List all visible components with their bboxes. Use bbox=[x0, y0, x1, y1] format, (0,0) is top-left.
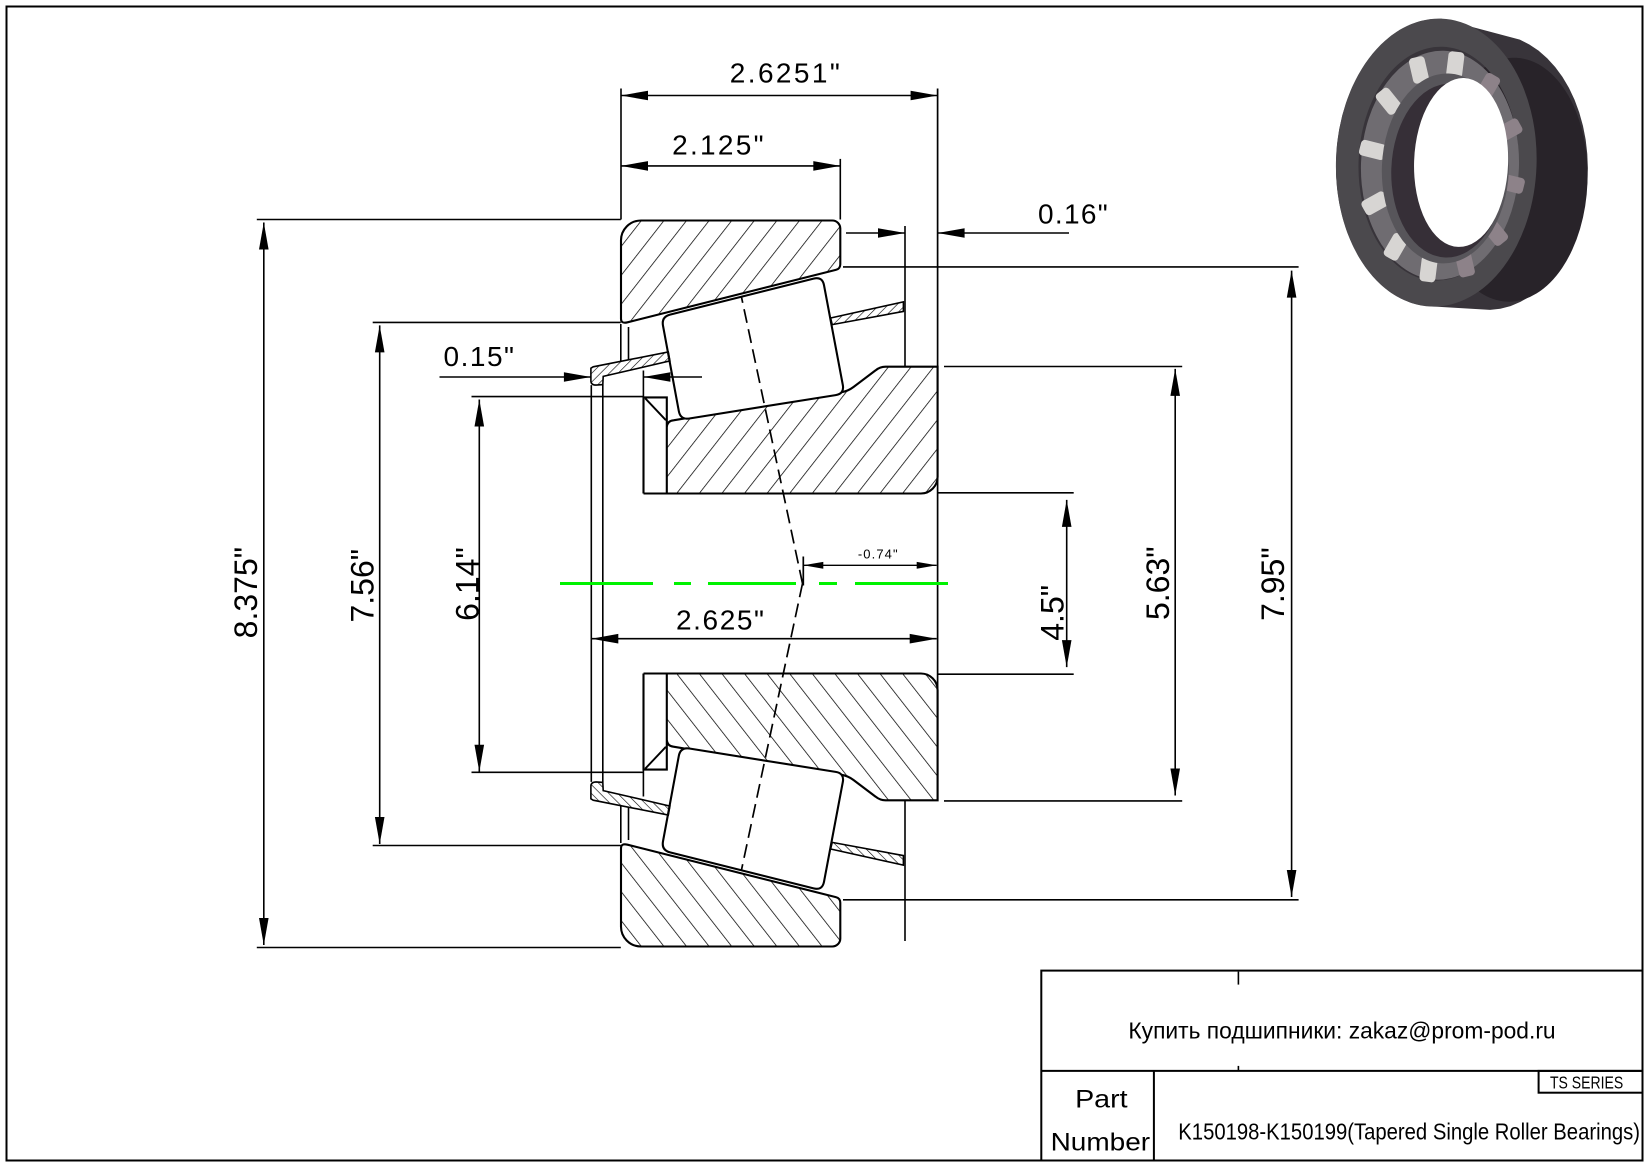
svg-text:8.375": 8.375" bbox=[228, 547, 264, 638]
svg-text:5.63": 5.63" bbox=[1140, 546, 1176, 620]
svg-text:2.125": 2.125" bbox=[672, 130, 766, 161]
svg-text:2.6251": 2.6251" bbox=[730, 58, 842, 89]
svg-text:0.15": 0.15" bbox=[444, 341, 516, 372]
svg-text:Part: Part bbox=[1075, 1086, 1128, 1114]
svg-text:2.625": 2.625" bbox=[676, 605, 766, 636]
svg-text:7.56": 7.56" bbox=[345, 549, 381, 623]
svg-text:Купить подшипники: zakaz@prom-: Купить подшипники: zakaz@prom-pod.ru bbox=[1128, 1018, 1555, 1044]
svg-text:Number: Number bbox=[1051, 1128, 1151, 1156]
svg-text:6.14": 6.14" bbox=[449, 547, 485, 621]
svg-text:4.5": 4.5" bbox=[1035, 585, 1071, 641]
svg-text:7.95": 7.95" bbox=[1255, 547, 1291, 621]
svg-text:K150198-K150199(Tapered Single: K150198-K150199(Tapered Single Roller Be… bbox=[1178, 1119, 1640, 1145]
svg-text:0.16": 0.16" bbox=[1038, 199, 1109, 230]
svg-text:TS SERIES: TS SERIES bbox=[1550, 1073, 1623, 1093]
svg-text:-0.74": -0.74" bbox=[858, 547, 899, 562]
